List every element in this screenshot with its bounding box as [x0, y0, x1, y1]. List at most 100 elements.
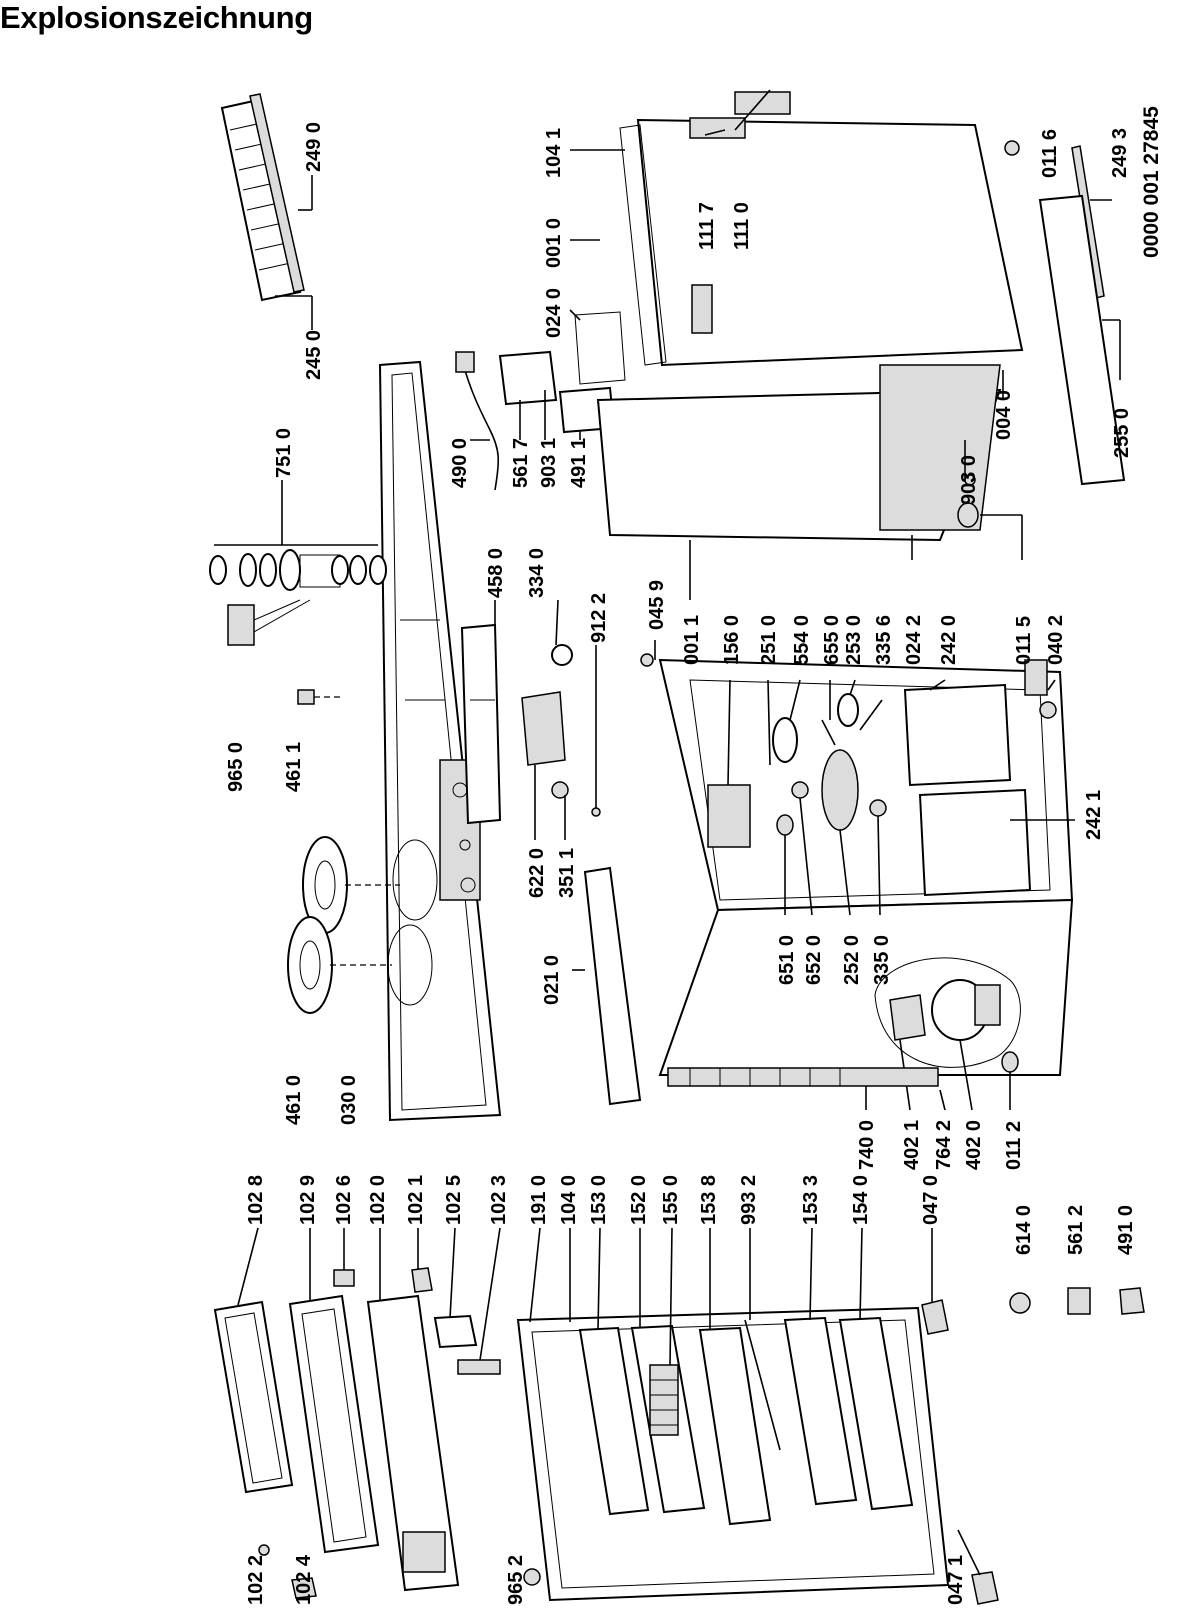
part-253-0 — [837, 693, 859, 727]
label-993-2: 993 2 — [738, 1175, 760, 1225]
label-614-0: 614 0 — [1013, 1205, 1035, 1255]
drawer-242-1 — [918, 788, 1032, 897]
label-252-0: 252 0 — [841, 935, 863, 985]
label-024-2: 024 2 — [903, 615, 925, 665]
label-153-3: 153 3 — [800, 1175, 822, 1225]
part-102-0 — [366, 1294, 460, 1592]
label-965-2: 965 2 — [505, 1555, 527, 1605]
label-102-0: 102 0 — [367, 1175, 389, 1225]
label-102-1: 102 1 — [405, 1175, 427, 1225]
shelf-153-8 — [698, 1326, 772, 1526]
part-491-0 — [1119, 1287, 1145, 1315]
reference-number: 0000 001 27845 — [1140, 106, 1163, 258]
knob-461-0 — [287, 916, 333, 1014]
cabinet-interior — [640, 653, 1074, 1076]
label-102-3: 102 3 — [488, 1175, 510, 1225]
label-251-0: 251 0 — [758, 615, 780, 665]
foot-011-5 — [957, 502, 979, 528]
part-047-0 — [921, 1299, 949, 1335]
label-104-1: 104 1 — [543, 128, 565, 178]
label-242-1: 242 1 — [1083, 790, 1105, 840]
label-335-0: 335 0 — [871, 935, 893, 985]
label-011-5: 011 5 — [1013, 616, 1035, 665]
shelf-154-0 — [838, 1316, 914, 1511]
label-561-7: 561 7 — [510, 438, 532, 488]
label-764-2: 764 2 — [933, 1120, 955, 1170]
part-335-0 — [869, 799, 887, 817]
strip-249-0 — [249, 93, 305, 293]
part-561-7 — [498, 350, 558, 406]
label-402-1: 402 1 — [901, 1120, 923, 1170]
lamp-assembly-751-0 — [209, 549, 387, 646]
part-102-9 — [288, 1294, 380, 1554]
label-045-9: 045 9 — [646, 580, 668, 630]
label-652-0: 652 0 — [803, 935, 825, 985]
part-912-2 — [591, 807, 601, 817]
part-351-1 — [551, 781, 569, 799]
part-102-6 — [333, 1269, 355, 1287]
label-111-0: 111 0 — [731, 202, 753, 250]
label-111-7: 111 7 — [696, 202, 718, 250]
label-154-0: 154 0 — [850, 1175, 872, 1225]
label-024-0: 024 0 — [543, 288, 565, 338]
part-561-2 — [1067, 1287, 1091, 1315]
part-040-2-foot — [1039, 701, 1057, 719]
label-561-2: 561 2 — [1065, 1205, 1087, 1255]
label-912-2: 912 2 — [588, 593, 610, 643]
part-622-0 — [521, 691, 566, 766]
cabinet-body-001-1 — [596, 364, 1002, 542]
part-965-0 — [297, 689, 315, 705]
label-253-0: 253 0 — [843, 615, 865, 665]
part-102-1 — [411, 1267, 433, 1293]
hinge-040-2 — [1024, 659, 1048, 696]
cabinet-back-104-1 — [574, 91, 1024, 385]
label-490-0: 490 0 — [449, 438, 471, 488]
label-191-0: 191 0 — [528, 1175, 550, 1225]
label-335-6: 335 6 — [873, 615, 895, 665]
label-461-1: 461 1 — [283, 742, 305, 792]
part-458-0 — [460, 623, 502, 825]
part-554-0 — [772, 717, 798, 763]
label-102-5: 102 5 — [443, 1175, 465, 1225]
label-740-0: 740 0 — [856, 1120, 878, 1170]
label-001-0: 001 0 — [543, 218, 565, 268]
part-402-1 — [889, 994, 926, 1041]
handle-detail — [402, 1531, 446, 1573]
label-458-0: 458 0 — [485, 548, 507, 598]
part-045-9 — [640, 653, 654, 667]
part-047-1 — [971, 1571, 999, 1605]
label-491-0: 491 0 — [1115, 1205, 1137, 1255]
shelf-153-0 — [578, 1326, 650, 1516]
label-334-0: 334 0 — [526, 548, 548, 598]
label-102-4: 102 4 — [293, 1554, 315, 1605]
label-152-0: 152 0 — [628, 1175, 650, 1225]
part-334-0 — [551, 644, 573, 666]
compressor-assembly — [874, 957, 1021, 1068]
label-249-3: 249 3 — [1109, 128, 1131, 178]
label-104-0: 104 0 — [558, 1175, 580, 1225]
label-622-0: 622 0 — [526, 848, 548, 898]
label-245-0: 245 0 — [303, 330, 325, 380]
label-040-2: 040 2 — [1045, 615, 1067, 665]
label-021-0: 021 0 — [541, 955, 563, 1005]
label-651-0: 651 0 — [776, 935, 798, 985]
part-102-5 — [433, 1314, 478, 1349]
drawer-242-0 — [903, 683, 1012, 787]
label-965-0: 965 0 — [225, 742, 247, 792]
label-903-1: 903 1 — [538, 438, 560, 488]
label-155-0: 155 0 — [660, 1175, 682, 1225]
label-011-6: 011 6 — [1039, 129, 1061, 178]
part-652-0 — [791, 781, 809, 799]
label-751-0: 751 0 — [273, 428, 295, 478]
part-993-2 — [744, 1319, 781, 1451]
label-655-0: 655 0 — [821, 615, 843, 665]
part-651-0 — [776, 814, 794, 836]
label-001-1: 001 1 — [681, 615, 703, 665]
label-402-0: 402 0 — [963, 1120, 985, 1170]
label-153-0: 153 0 — [588, 1175, 610, 1225]
door-assembly — [213, 1267, 1145, 1605]
label-047-1: 047 1 — [945, 1555, 967, 1605]
label-004-0: 004 0 — [993, 390, 1015, 440]
part-102-2 — [258, 1544, 270, 1556]
